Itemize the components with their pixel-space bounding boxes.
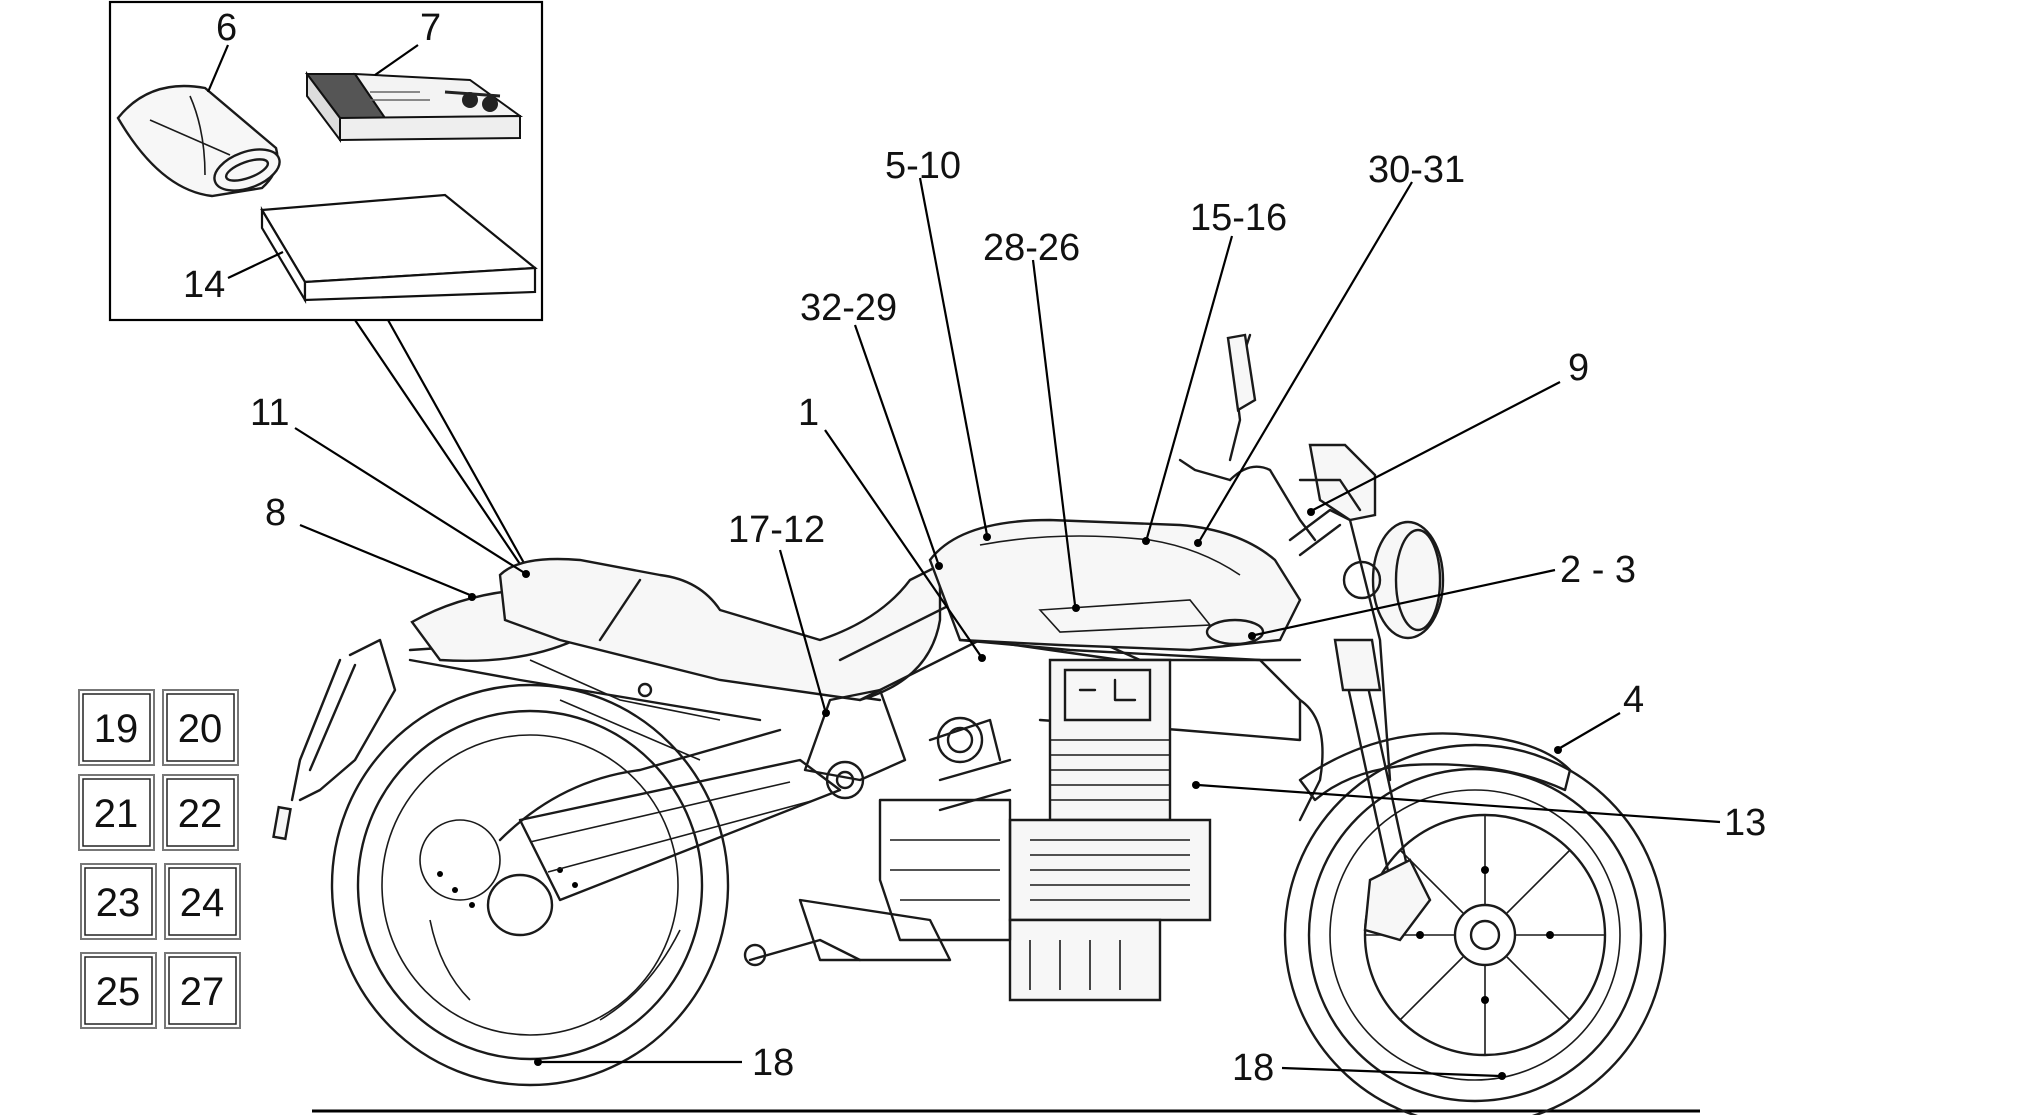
manual-booklet-icon	[305, 71, 524, 143]
leader-6	[206, 44, 230, 93]
callout-30-31: 30-31	[1368, 149, 1465, 191]
inset-pointer-left	[354, 319, 525, 571]
sticker-21: 21	[78, 774, 155, 851]
callout-32-29: 32-29	[800, 287, 897, 329]
svg-text:23: 23	[96, 881, 141, 925]
callout-4: 4	[1623, 679, 1644, 721]
front-end	[1178, 333, 1572, 882]
label-7: 7	[420, 7, 441, 49]
callout-18-rear: 18	[752, 1042, 794, 1084]
sticker-24: 24	[164, 863, 241, 940]
callout-11: 11	[250, 392, 289, 434]
label-14: 14	[183, 264, 225, 306]
fuel-tank	[928, 518, 1302, 652]
headlight	[1371, 520, 1445, 640]
callout-8: 8	[265, 492, 286, 534]
accessory-inset: 6 7 14	[108, 0, 544, 322]
callout-28-26: 28-26	[983, 227, 1080, 269]
sticker-squares: 19 20 21 22 23 24 25	[78, 689, 241, 1029]
callout-17-12: 17-12	[728, 509, 825, 551]
callout-9: 9	[1568, 347, 1589, 389]
front-wheel	[1283, 743, 1667, 1115]
seat	[498, 557, 942, 702]
rear-light	[272, 805, 292, 841]
sticker-19: 19	[78, 689, 155, 766]
leader-7	[374, 44, 419, 76]
sticker-25: 25	[80, 952, 157, 1029]
callout-13: 13	[1724, 802, 1766, 844]
rear-hugger	[298, 638, 397, 802]
callout-2-3: 2 - 3	[1560, 549, 1636, 591]
callout-15-16: 15-16	[1190, 197, 1287, 239]
sticker-20: 20	[162, 689, 239, 766]
tool-pouch-icon	[116, 84, 281, 198]
callout-labels: 5-10 30-31 15-16 28-26 32-29 9 11 1 8 17…	[250, 145, 1766, 1089]
sticker-22: 22	[162, 774, 239, 851]
sticker-27: 27	[164, 952, 241, 1029]
svg-text:25: 25	[96, 970, 141, 1014]
engine	[743, 658, 1212, 1002]
callout-5-10: 5-10	[885, 145, 961, 187]
callout-18-front: 18	[1232, 1047, 1274, 1089]
callout-1: 1	[798, 392, 819, 434]
svg-text:27: 27	[180, 970, 225, 1014]
motorcycle-illustration	[272, 333, 1700, 1115]
svg-text:20: 20	[178, 707, 223, 751]
leader-14	[227, 251, 284, 279]
svg-text:19: 19	[94, 707, 139, 751]
svg-text:24: 24	[180, 881, 225, 925]
front-fender	[1298, 732, 1572, 802]
svg-text:21: 21	[94, 792, 139, 836]
label-6: 6	[216, 7, 237, 49]
sticker-23: 23	[80, 863, 157, 940]
inset-pointer-right	[387, 319, 530, 573]
rear-wheel	[330, 683, 730, 1087]
plate-holder	[290, 658, 357, 802]
leader-lines	[294, 177, 1721, 1080]
swingarm	[518, 758, 842, 902]
document-folder-icon	[260, 193, 538, 304]
svg-text:22: 22	[178, 792, 223, 836]
